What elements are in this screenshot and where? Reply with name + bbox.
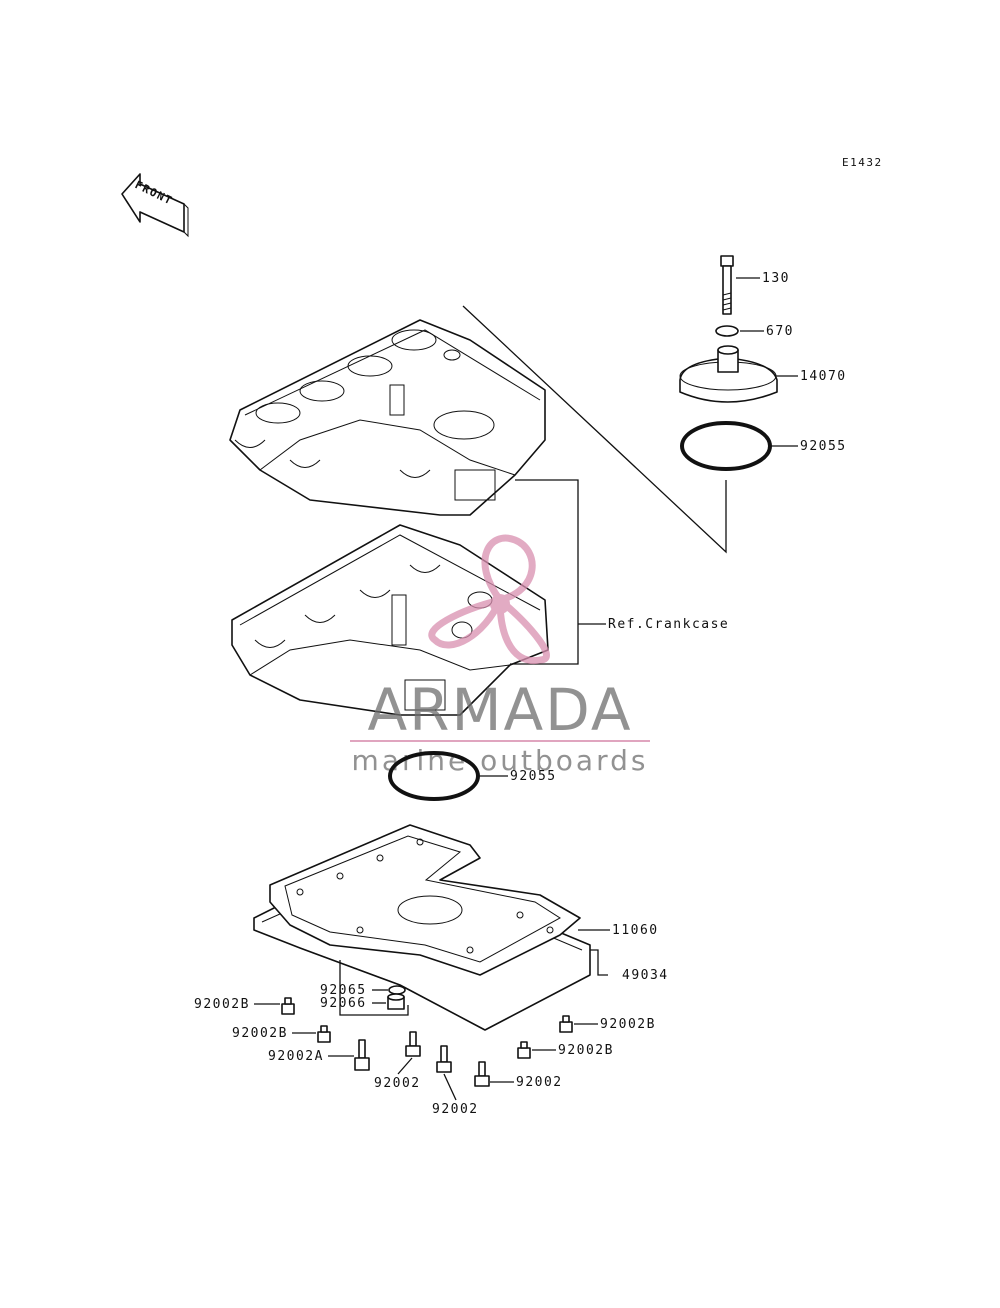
watermark: ARMADA marine outboards (350, 534, 650, 777)
gasket-11060 (269, 824, 581, 976)
bolt-92002-1 (405, 1031, 421, 1057)
part-label-92055-top: 92055 (800, 439, 847, 454)
part-label-49034: 49034 (622, 968, 669, 983)
part-label-92002B-3: 92002B (600, 1017, 656, 1032)
part-label-92002B-4: 92002B (558, 1043, 614, 1058)
drain-plug-92066 (387, 993, 405, 1010)
bolt-92002B-2 (317, 1025, 331, 1043)
part-label-92002-1: 92002 (374, 1076, 421, 1091)
part-label-92055-mid: 92055 (510, 769, 557, 784)
part-label-14070: 14070 (800, 369, 847, 384)
bolt-92002-2 (436, 1045, 452, 1073)
part-label-92002-3: 92002 (516, 1075, 563, 1090)
bolt-130 (720, 255, 734, 315)
bolt-92002-3 (474, 1061, 490, 1087)
upper-crankcase (229, 319, 546, 516)
front-arrow-icon: FRONT (121, 173, 189, 238)
bolt-92002B-4 (517, 1041, 531, 1059)
watermark-logo-icon (428, 534, 550, 665)
ref-crankcase-label: Ref.Crankcase (608, 617, 729, 632)
part-label-92066: 92066 (320, 996, 367, 1011)
part-label-92002A: 92002A (268, 1049, 324, 1064)
part-label-92002-2: 92002 (432, 1102, 479, 1117)
lower-crankcase (231, 524, 549, 716)
diagram-code: E1432 (842, 156, 883, 169)
part-label-130: 130 (762, 271, 790, 286)
o-ring-92055-mid (388, 751, 480, 801)
bolt-92002B-1 (281, 997, 295, 1015)
part-label-670: 670 (766, 324, 794, 339)
filter-reference-line (462, 305, 727, 554)
washer-92065 (388, 985, 406, 995)
part-label-92002B-2: 92002B (232, 1026, 288, 1041)
bolt-92002A (354, 1039, 370, 1071)
cover-14070 (679, 345, 778, 403)
part-label-11060: 11060 (612, 923, 659, 938)
o-ring-92055-top (680, 421, 772, 471)
o-ring-670 (715, 325, 739, 337)
watermark-brand: ARMADA (367, 676, 632, 744)
ref-crankcase-bracket (510, 479, 606, 665)
part-label-92002B-1: 92002B (194, 997, 250, 1012)
bolt-92002B-3 (559, 1015, 573, 1033)
part-label-92065: 92065 (320, 983, 367, 998)
watermark-tagline: marine outboards (352, 744, 649, 777)
